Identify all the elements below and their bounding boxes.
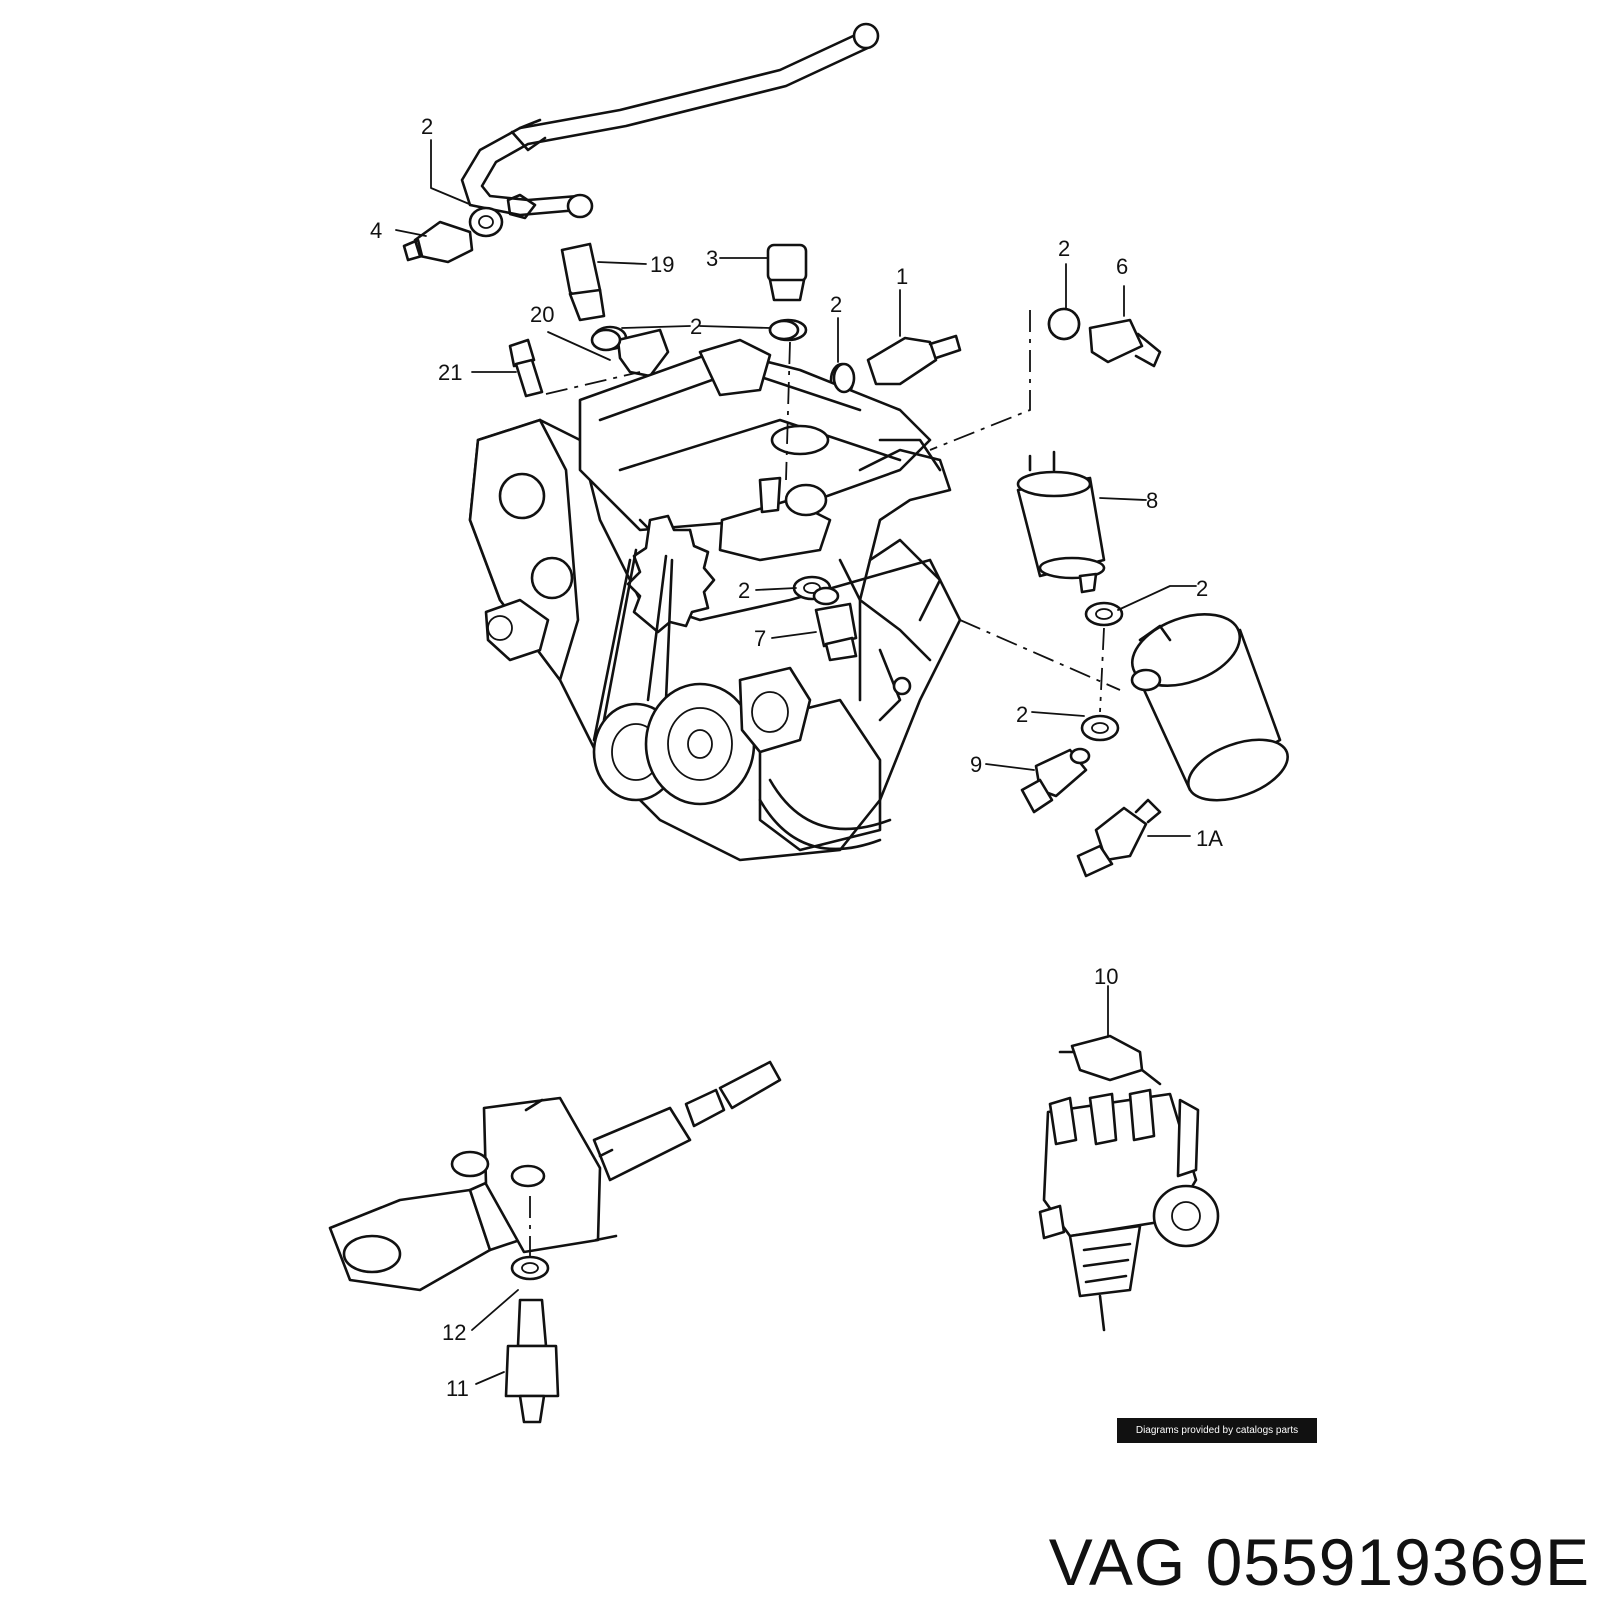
distributor-assembly	[1038, 1034, 1220, 1332]
callout-9: 9	[970, 752, 982, 777]
callout-2: 2	[830, 292, 842, 317]
callout-2: 2	[421, 114, 433, 139]
callout-19: 19	[650, 252, 674, 277]
callout-20: 20	[530, 302, 554, 327]
callout-2: 2	[690, 314, 702, 339]
injector-assembly	[328, 1060, 782, 1424]
diagram-credit-badge: Diagrams provided by catalogs parts	[1117, 1418, 1317, 1443]
callout-4: 4	[370, 218, 382, 243]
callout-10: 10	[1094, 964, 1118, 989]
callout-8: 8	[1146, 488, 1158, 513]
callout-2: 2	[1196, 576, 1208, 601]
callout-1: 1	[896, 264, 908, 289]
callout-6: 6	[1116, 254, 1128, 279]
part-9-switch	[1020, 747, 1091, 814]
part-number: 055919369E	[1205, 1525, 1590, 1599]
assembly-guide-lines	[545, 310, 1121, 713]
callout-2: 2	[1058, 236, 1070, 261]
part-4-sender	[402, 206, 504, 264]
part-8-sender	[1016, 450, 1106, 594]
part-number-title: VAG 055919369E	[880, 1524, 1590, 1600]
callout-1a: 1A	[1196, 826, 1223, 851]
callout-11: 11	[446, 1376, 469, 1401]
part-7-sender	[812, 586, 858, 662]
part-1a-sender	[1076, 798, 1162, 878]
engine-block	[468, 338, 962, 862]
callout-12: 12	[442, 1320, 466, 1345]
part-20-bracket	[616, 328, 670, 378]
callout-2: 2	[1016, 702, 1028, 727]
callout-labels: 2 4 19 3 20 2 21 2 1 2 6 8 2 2 7 2 9 1A …	[370, 114, 1223, 1401]
coolant-pipe	[460, 22, 880, 220]
oil-filter	[1130, 613, 1289, 802]
part-21-bolt	[508, 338, 544, 398]
callout-3: 3	[706, 246, 718, 271]
callout-7: 7	[754, 626, 766, 651]
callout-2: 2	[738, 578, 750, 603]
brand-name: VAG	[1048, 1525, 1187, 1599]
callout-leader-lines	[395, 139, 1197, 1385]
callout-21: 21	[438, 360, 462, 385]
